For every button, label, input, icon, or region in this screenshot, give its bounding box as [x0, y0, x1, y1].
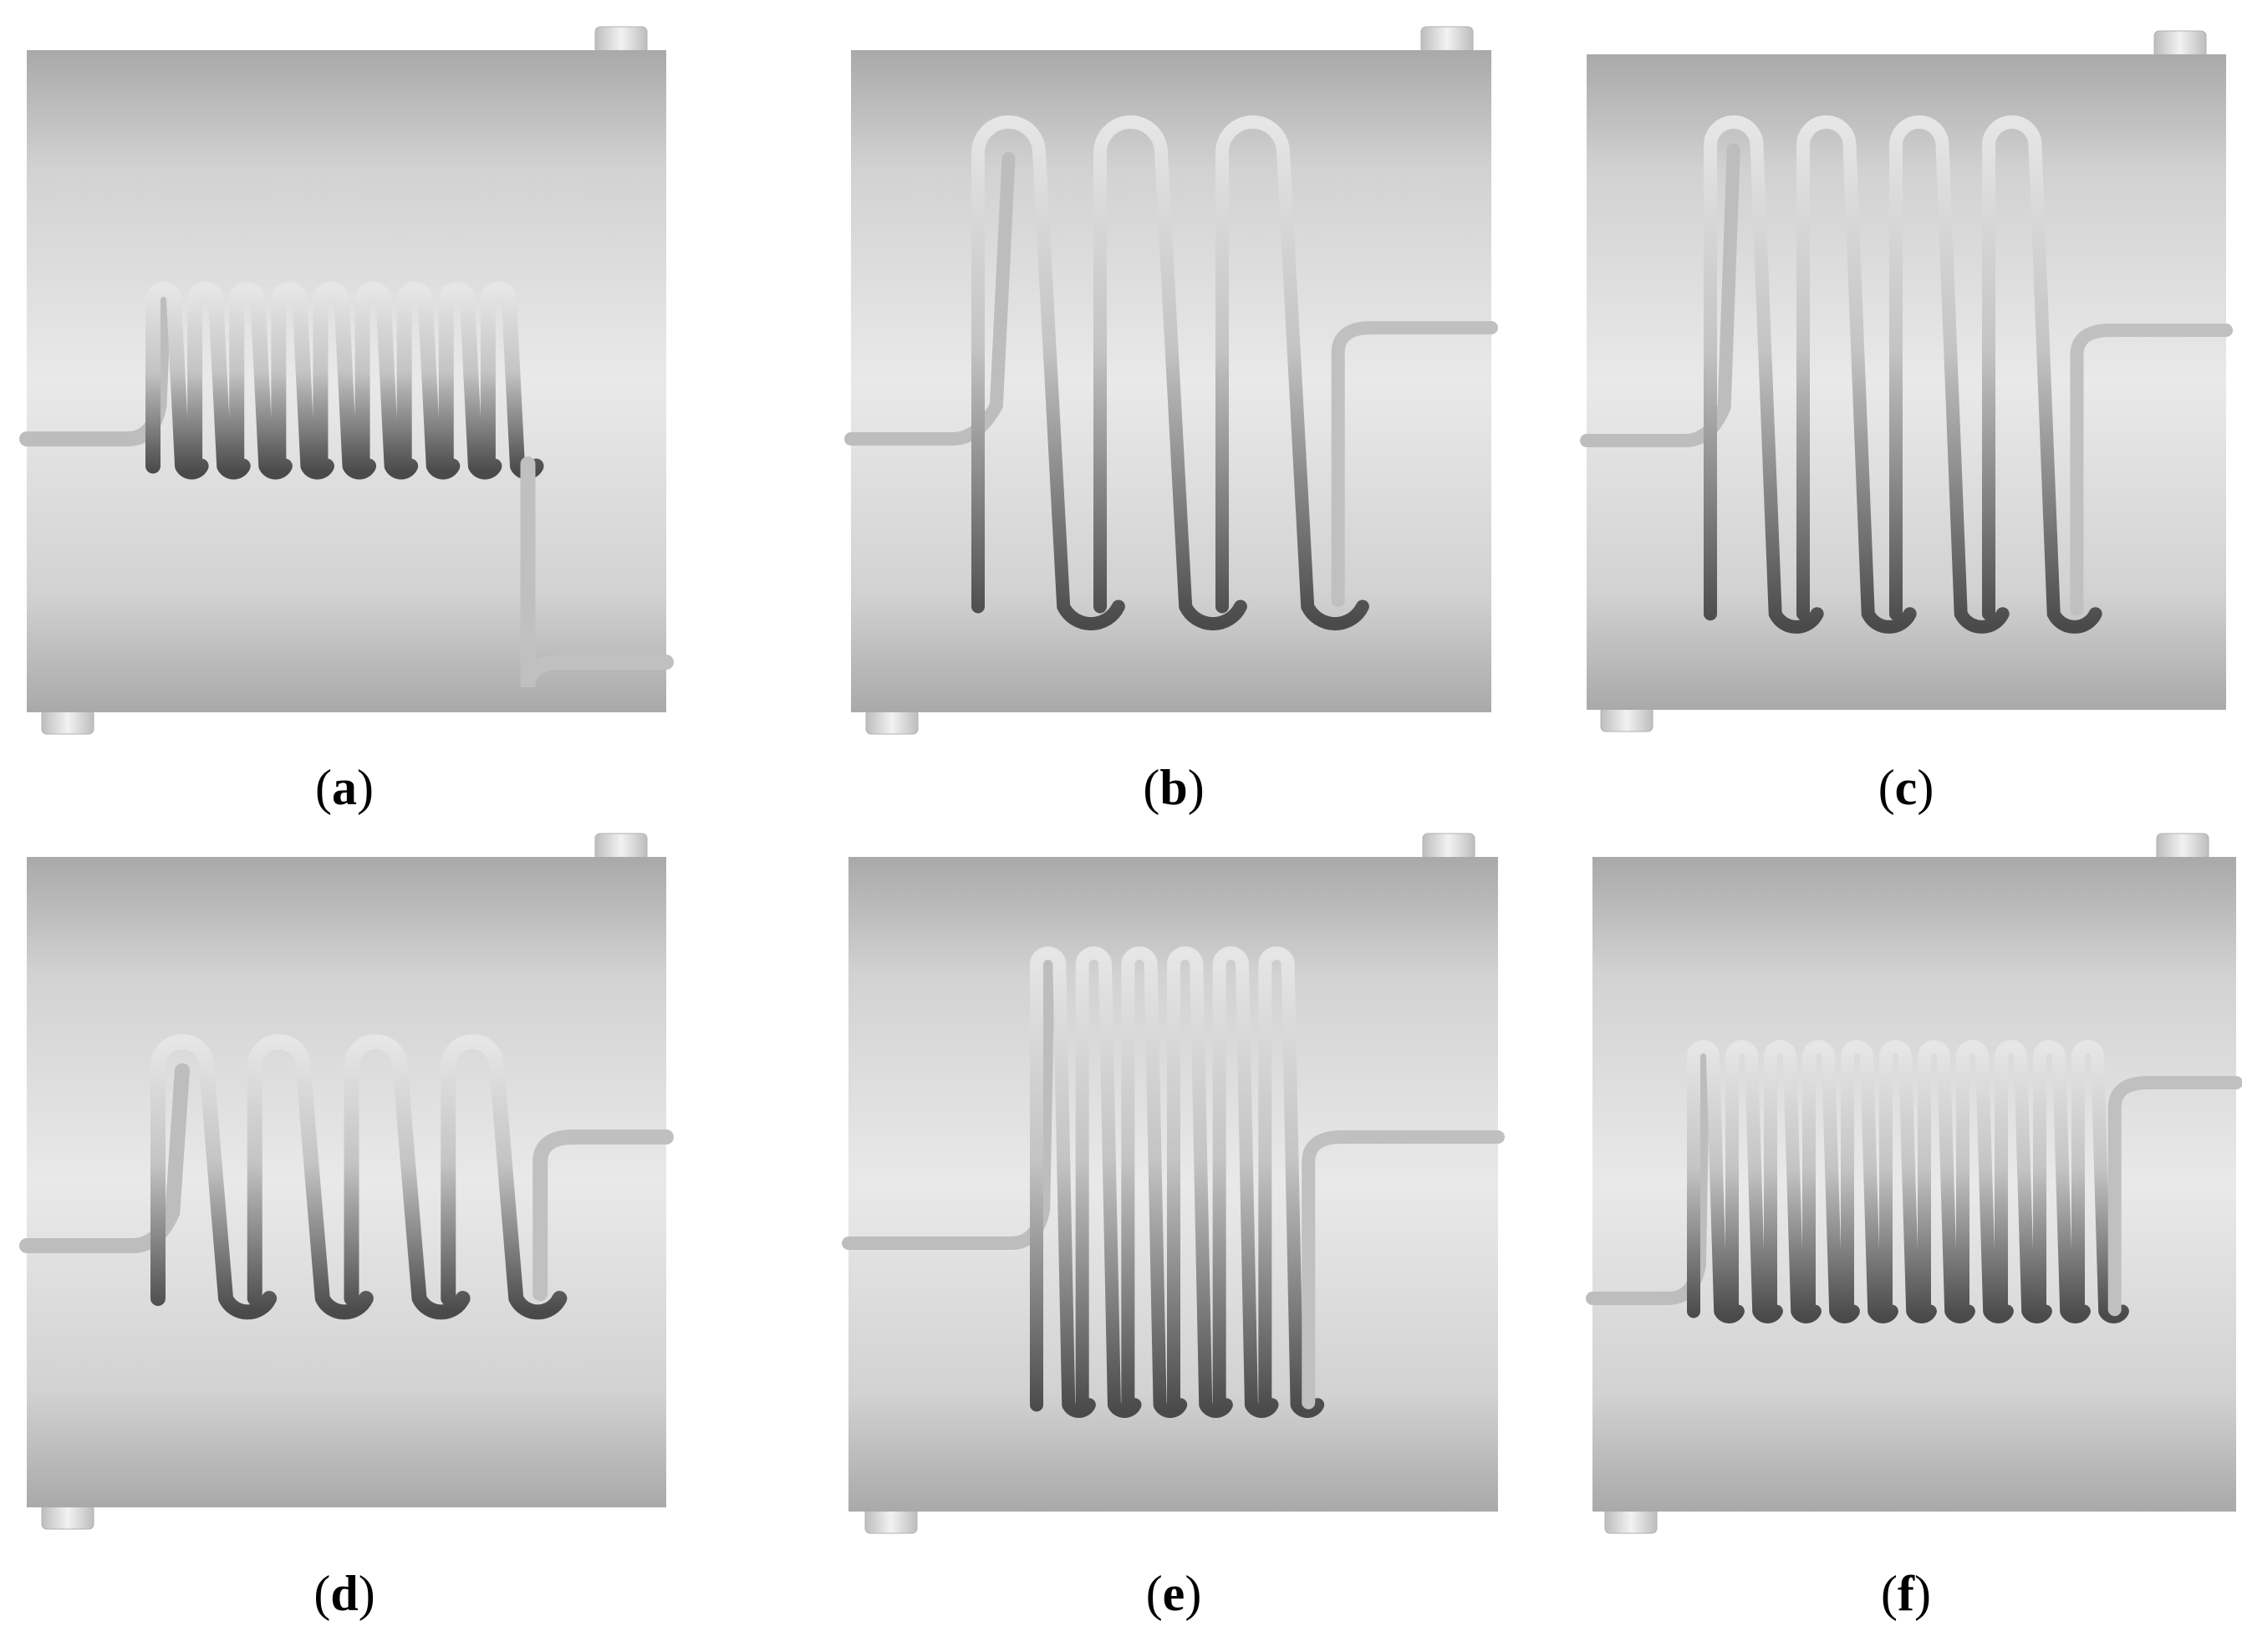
coil-turn — [2071, 1040, 2129, 1323]
top-nozzle — [2156, 833, 2209, 861]
coil-turn — [971, 115, 1125, 631]
caption-a: (a) — [315, 760, 374, 815]
panel-b — [844, 26, 1498, 735]
panel-f — [1586, 833, 2242, 1534]
panel-c — [1580, 30, 2233, 732]
coil-turn — [1796, 115, 1917, 634]
top-nozzle — [1422, 833, 1475, 861]
caption-b: (b) — [1143, 760, 1205, 815]
bottom-nozzle — [1600, 706, 1653, 732]
outlet-pipe — [532, 1129, 674, 1302]
bottom-nozzle — [865, 708, 919, 735]
top-nozzle — [2153, 30, 2207, 59]
coil-turn — [247, 1034, 374, 1320]
bottom-nozzle — [864, 1507, 918, 1534]
coil-turn — [1704, 115, 1824, 634]
coil-turn — [1258, 946, 1325, 1418]
panel-e — [842, 833, 1505, 1534]
panel-a — [19, 26, 674, 735]
outlet-pipe — [520, 456, 674, 688]
panel-d — [19, 833, 674, 1530]
coil-turn — [1982, 115, 2102, 634]
coil-turn — [441, 1034, 568, 1320]
tank-body — [1587, 54, 2226, 710]
coil-turn — [344, 1034, 471, 1320]
coil-turn — [1215, 115, 1369, 631]
top-nozzle — [594, 833, 648, 861]
outlet-pipe — [1331, 321, 1498, 608]
bottom-nozzle — [41, 708, 94, 735]
caption-e: (e) — [1145, 1566, 1202, 1621]
bottom-nozzle — [41, 1503, 94, 1530]
caption-f: (f) — [1881, 1566, 1931, 1621]
caption-c: (c) — [1878, 760, 1934, 815]
coil-turn — [1889, 115, 2010, 634]
coil-turn — [150, 1034, 278, 1320]
outlet-pipe — [2070, 324, 2233, 616]
caption-d: (d) — [313, 1566, 375, 1621]
bottom-nozzle — [1604, 1507, 1658, 1534]
outlet-pipe — [1302, 1130, 1505, 1410]
coil-turn — [1093, 115, 1247, 631]
top-nozzle — [594, 26, 648, 54]
outlet-pipe — [2107, 1076, 2242, 1317]
top-nozzle — [1420, 26, 1474, 54]
